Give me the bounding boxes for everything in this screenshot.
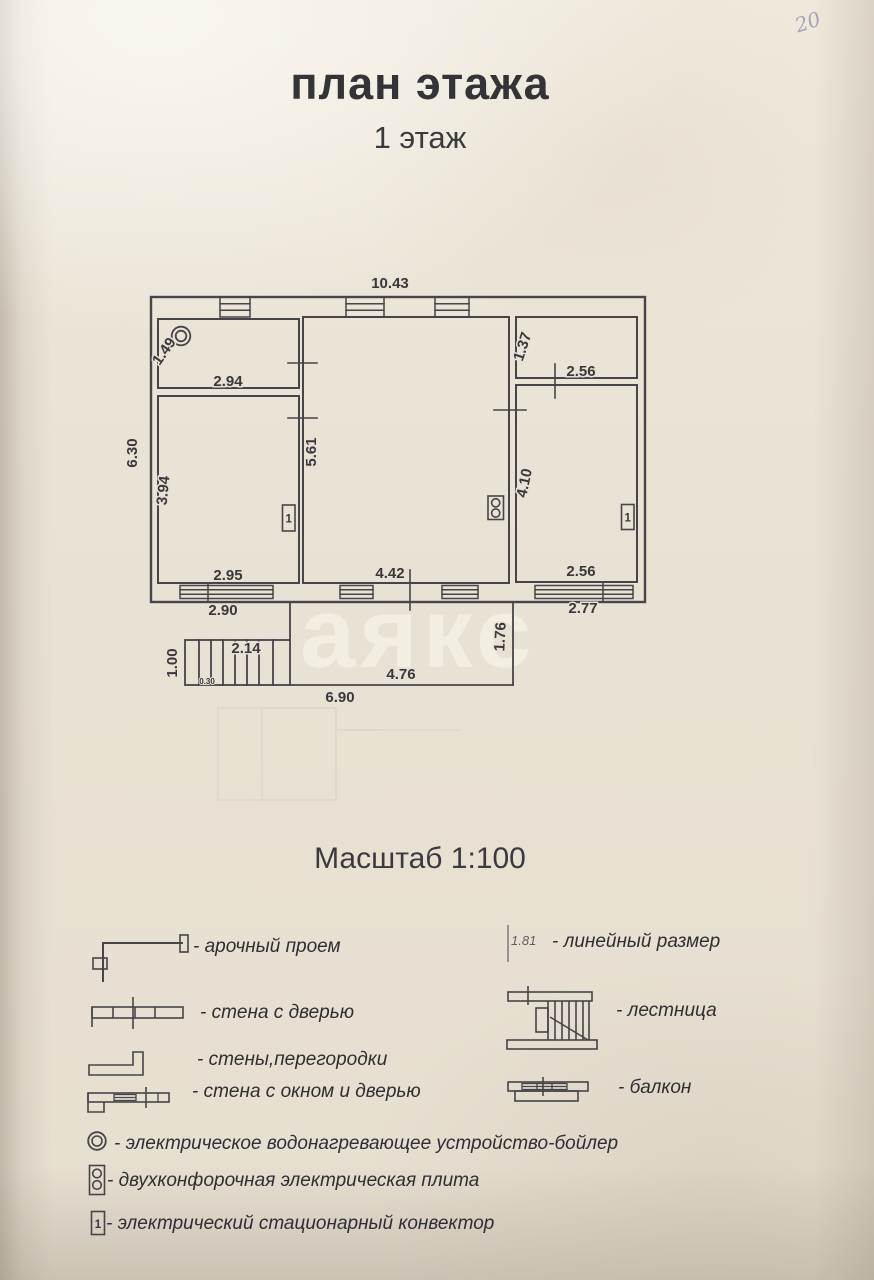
legend-stove-label: - двухконфорочная электрическая плита [107,1170,480,1191]
wall-with-door-icon [91,997,184,1029]
page-title: план этажа [290,58,550,109]
scale-label: Масштаб 1:100 [314,842,526,875]
stove-icon [88,1164,106,1196]
outer-walls [149,295,647,604]
dim-room-tr-width: 2.56 [566,363,595,380]
dim-porch-height: 1.76 [491,622,510,652]
windows-top [219,296,470,318]
dim-bottom-right: 2.77 [568,600,597,617]
legend-wall-door-label: - стена с дверью [200,1002,354,1023]
legend-arch-label: - арочный проем [193,936,341,957]
legend-linear-dim-value: 1.81 [511,933,537,948]
wall-window-door-icon [87,1087,170,1113]
dim-bottom-left: 2.90 [208,602,237,619]
room-walls [157,316,638,584]
arch-opening-icon [92,934,189,982]
dim-stairs-step: 0.30 [199,677,215,686]
boiler-symbol [170,325,192,347]
legend-balcony-label: - балкон [618,1077,692,1098]
dim-hall-height: 5.61 [303,437,320,466]
stairs-icon [506,986,598,1050]
dim-stairs-width: 2.14 [231,640,261,657]
dim-porch-total: 6.90 [325,689,354,706]
dim-room-tl-width: 2.94 [213,373,243,390]
convector-icon-label: 1 [95,1219,102,1231]
dim-porch-width: 4.76 [386,666,415,683]
legend-stairs-label: - лестница [616,1000,717,1021]
balcony-icon [507,1077,589,1102]
dim-room-l-width: 2.95 [213,567,242,584]
boiler-icon [87,1131,107,1151]
dim-room-l-height: 3.94 [154,474,174,505]
dim-room-tr-height: 1.37 [510,330,535,363]
dim-total-width: 10.43 [371,275,409,292]
linear-dimension-icon [507,925,509,962]
watermark-agency: аякс [300,577,537,688]
convector-left [281,504,296,532]
convector-icon: 1 [90,1210,106,1236]
convector-right-label: 1 [624,513,631,525]
walls-partitions-icon [88,1051,144,1076]
door-ticks [287,362,556,611]
convector-left-label: 1 [285,514,292,526]
print-through-ghost [217,707,461,801]
convector-right [620,503,635,531]
legend-wall-window-door-label: - стена с окном и дверью [192,1081,421,1102]
legend-boiler-label: - электрическое водонагревающее устройст… [114,1133,619,1154]
legend-walls-label: - стены,перегородки [197,1049,388,1070]
dim-room-r-width: 2.56 [566,563,595,580]
legend-convector-label: - электрический стационарный конвектор [106,1213,495,1234]
stairs [184,639,291,686]
porch [289,601,514,686]
windows-bottom [179,582,634,603]
floor-label: 1 этаж [373,120,467,155]
dim-left-height: 6.30 [124,438,141,467]
stove-symbol [487,495,505,521]
dim-stairs-height: 1.00 [164,648,181,677]
legend-linear-dim-label: - линейный размер [552,931,721,952]
dim-hall-width: 4.42 [375,565,404,582]
dim-room-tl-height: 1.49 [149,335,180,369]
